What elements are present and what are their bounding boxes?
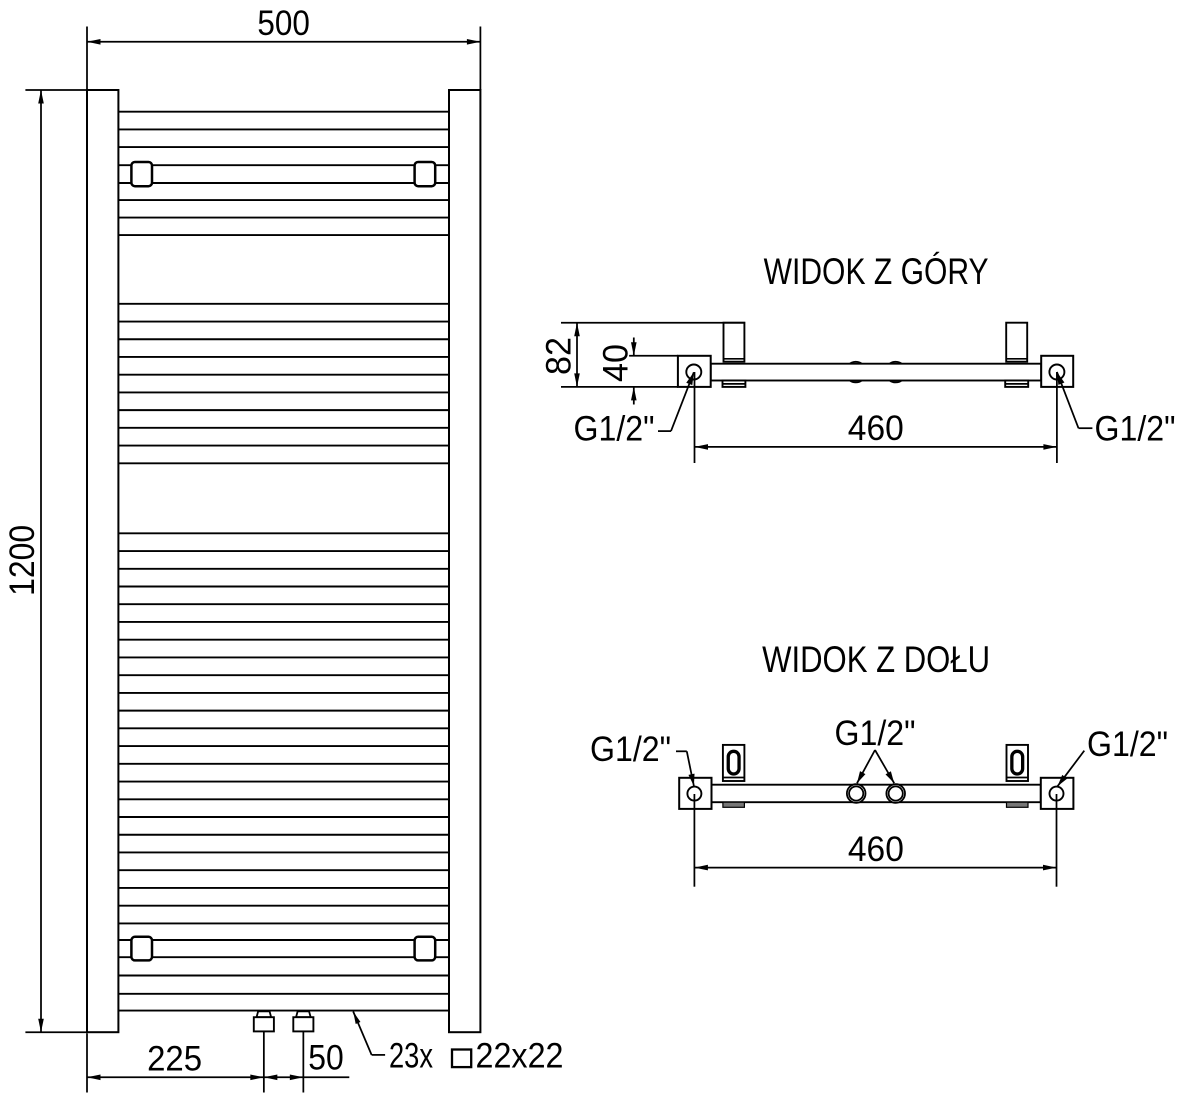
svg-text:23x: 23x xyxy=(389,1036,433,1075)
svg-text:82: 82 xyxy=(539,337,578,375)
svg-text:WIDOK Z GÓRY: WIDOK Z GÓRY xyxy=(764,251,989,292)
svg-text:G1/2": G1/2" xyxy=(574,409,655,448)
svg-text:G1/2": G1/2" xyxy=(835,714,916,753)
svg-text:50: 50 xyxy=(308,1038,344,1077)
svg-text:500: 500 xyxy=(257,4,310,43)
svg-text:WIDOK Z DOŁU: WIDOK Z DOŁU xyxy=(762,639,990,680)
svg-text:G1/2": G1/2" xyxy=(590,730,671,769)
svg-text:G1/2": G1/2" xyxy=(1087,725,1168,764)
svg-text:22x22: 22x22 xyxy=(476,1036,564,1075)
svg-text:460: 460 xyxy=(848,409,904,448)
svg-text:G1/2": G1/2" xyxy=(1095,409,1176,448)
svg-text:40: 40 xyxy=(596,344,635,382)
svg-text:225: 225 xyxy=(147,1039,202,1078)
svg-text:460: 460 xyxy=(848,830,904,869)
svg-text:1200: 1200 xyxy=(3,525,42,596)
